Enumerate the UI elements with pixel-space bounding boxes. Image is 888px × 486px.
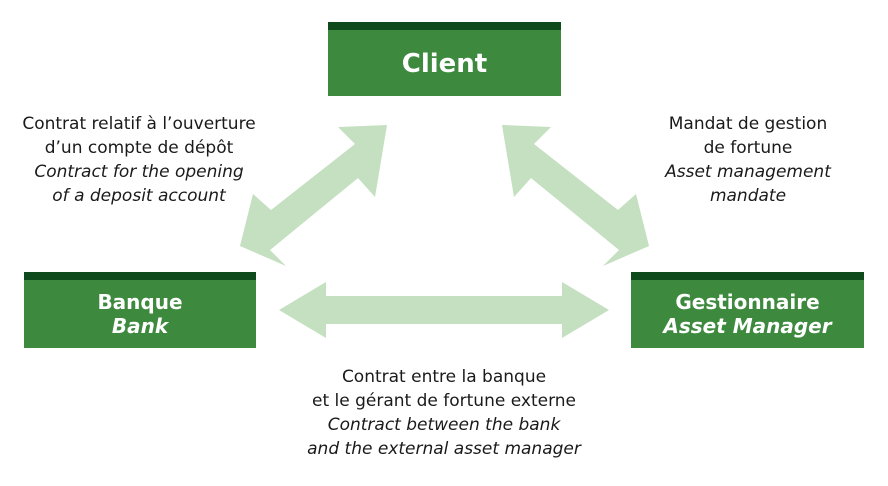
bank-box-label-en: Bank xyxy=(111,314,169,338)
client-manager-fr-line2: de fortune xyxy=(703,138,793,158)
bank-manager-fr-line2: et le gérant de fortune externe xyxy=(312,391,576,411)
client-box: Client xyxy=(328,22,561,96)
bank-manager-fr-line1: Contrat entre la banque xyxy=(341,367,547,387)
bank-manager-en-line1: Contract between the bank xyxy=(327,415,561,435)
client-box-label: Client xyxy=(401,49,488,79)
client-bank-fr-line1: Contrat relatif à l’ouverture xyxy=(22,114,256,134)
client-bank-relation-label: Contrat relatif à l’ouverture d’un compt… xyxy=(6,112,272,208)
bank-manager-en-line2: and the external asset manager xyxy=(307,439,581,459)
bank-box-label-fr: Banque xyxy=(97,290,183,314)
asset-manager-box: Gestionnaire Asset Manager xyxy=(631,272,864,348)
asset-manager-box-label-fr: Gestionnaire xyxy=(675,290,820,314)
client-manager-en-line1: Asset management xyxy=(665,162,831,182)
client-manager-en-line2: mandate xyxy=(709,186,787,206)
bank-manager-relation-label: Contrat entre la banque et le gérant de … xyxy=(264,365,624,461)
client-manager-fr-line1: Mandat de gestion xyxy=(668,114,828,134)
arrow-bank-manager xyxy=(279,282,609,338)
asset-manager-box-label-en: Asset Manager xyxy=(663,314,832,338)
arrow-client-manager xyxy=(502,125,649,266)
client-bank-en-line1: Contract for the opening xyxy=(34,162,244,182)
client-manager-relation-label: Mandat de gestion de fortune Asset manag… xyxy=(618,112,878,208)
bank-box: Banque Bank xyxy=(24,272,256,348)
client-bank-fr-line2: d’un compte de dépôt xyxy=(44,138,234,158)
client-bank-en-line2: of a deposit account xyxy=(52,186,226,206)
arrow-client-bank xyxy=(240,125,387,266)
